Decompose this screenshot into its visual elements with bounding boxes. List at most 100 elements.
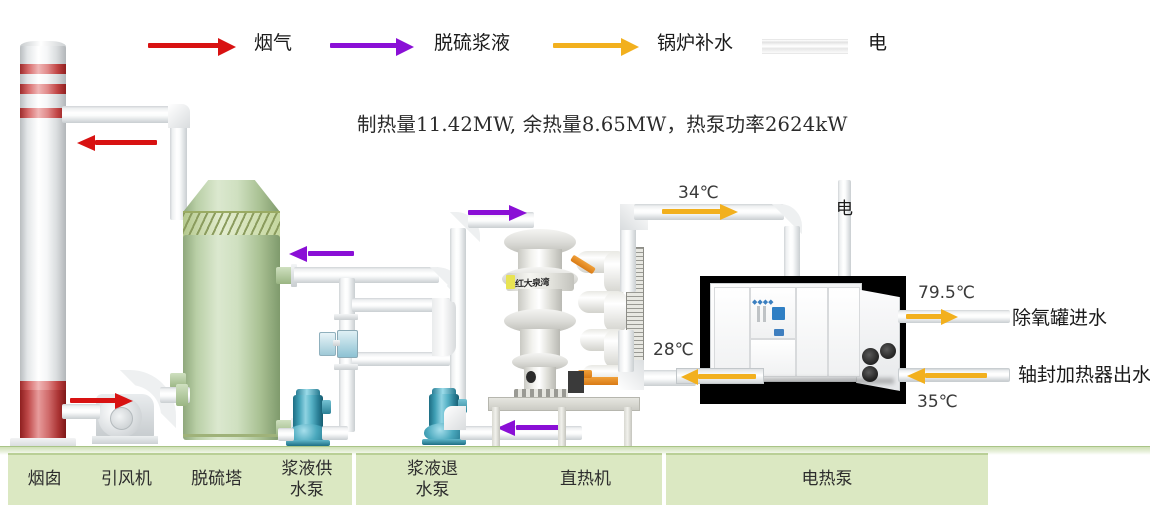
valve-stem (333, 340, 340, 346)
tower-inlet-flange (176, 384, 188, 406)
heat-pump-fan-3 (862, 366, 878, 382)
slurry-pipe-mid-lower (352, 352, 450, 366)
flow-arrow-flue-gas-bottom-line (70, 398, 118, 403)
legend-arrow-slurry (330, 43, 398, 48)
chimney-band-1 (20, 64, 66, 74)
dh-slurry-inlet-riser (450, 228, 466, 302)
heat-pump-pipe-stripe-2 (763, 306, 766, 322)
chimney-base-plate (10, 438, 76, 448)
fan-hub (110, 407, 133, 430)
flow-arrow-28c-line (698, 374, 756, 379)
electric-pipe-label: 电 (836, 199, 853, 219)
dh-disc-4 (512, 353, 568, 371)
equipment-label-induced-draft-fan: 引风机 (100, 469, 152, 490)
temp-label-795c: 79.5℃ (918, 283, 975, 303)
tower-top-cone (183, 180, 280, 212)
label-deaerator-inlet: 除氧罐进水 (1012, 307, 1108, 329)
flow-arrow-flue-gas-top-line (95, 140, 157, 145)
dh-orange-connector-mid (578, 370, 592, 378)
pump1-motor (293, 395, 323, 429)
dh-yellow-label (506, 275, 515, 289)
slurry-pipe-mid-upper (352, 298, 450, 312)
heat-pump-fan-2 (880, 343, 896, 359)
flow-arrow-34c-line (662, 209, 724, 214)
flow-arrow-slurry-dh-head (509, 204, 527, 221)
legend: 烟气 脱硫浆液 锅炉补水 电 (0, 0, 1150, 80)
legend-label-electric: 电 (868, 32, 888, 54)
dh-control-box (568, 371, 584, 393)
fan-inlet-duct (62, 404, 100, 419)
heat-pump-pipe-stripe-1 (757, 306, 760, 322)
flow-arrow-slurry-tower-line (308, 251, 354, 256)
flow-arrow-slurry-return-line (516, 425, 562, 430)
dh-leg-right (624, 407, 632, 455)
pump1-suction-pipe (278, 428, 294, 441)
flow-arrow-flue-gas-bottom-head (115, 392, 133, 409)
dh-leg-left (492, 407, 500, 455)
flow-arrow-795c-head (941, 308, 958, 325)
chimney-outlet-duct (62, 106, 184, 123)
legend-arrow-flue-gas (148, 43, 220, 48)
legend-label-slurry: 脱硫浆液 (434, 32, 511, 54)
flow-arrow-35c-head (907, 367, 925, 384)
equipment-label-slurry-supply-pump: 浆液供 水泵 (281, 458, 333, 500)
tower-shell (183, 235, 280, 440)
legend-arrowhead-flue-gas (218, 37, 236, 56)
valve-flange-top (334, 314, 358, 320)
electric-supply-pipe (838, 180, 851, 280)
flow-arrow-slurry-return-head (497, 419, 515, 436)
tower-ring-bottom (183, 434, 280, 437)
heat-pump-brand-logo: ◆◆◆◆ (752, 298, 774, 306)
pump2-top-cap (432, 388, 456, 395)
pump1-volute (288, 424, 328, 443)
direct-heater-unit: 红大泉湾 (486, 225, 646, 457)
dh-loop-pipe-2b (604, 291, 628, 333)
chimney-body (20, 46, 66, 386)
legend-line-electric (762, 39, 848, 54)
equipment-label-chimney: 烟囱 (27, 469, 62, 490)
temp-label-35c: 35℃ (917, 392, 958, 412)
dh-outlet-riser (620, 212, 636, 292)
heat-pump-panel-4 (796, 287, 828, 377)
chimney-duct-elbow (168, 104, 190, 128)
legend-label-boiler-water: 锅炉补水 (657, 32, 734, 54)
legend-arrowhead-slurry (396, 37, 414, 56)
slurry-elbow-mid (432, 298, 456, 356)
flow-arrow-795c-line (906, 314, 944, 319)
pipe-34c-downcomer (784, 226, 800, 284)
tower-nozzle-upper-right (276, 267, 294, 284)
temp-label-28c: 28℃ (653, 340, 694, 360)
flow-arrow-slurry-tower-head (289, 245, 307, 262)
tower-hatched-band (183, 211, 280, 239)
chimney-band-base (20, 381, 66, 390)
dh-valve-dark (526, 371, 536, 383)
slurry-pipe-to-pump1 (339, 406, 355, 432)
flow-arrow-35c-line (925, 373, 987, 378)
flow-arrow-34c-head (720, 203, 738, 220)
page-title: 制热量11.42MW, 余热量8.65MW，热泵功率2624kW (357, 113, 848, 136)
chimney-red-base (20, 386, 66, 442)
equipment-label-desulfurization-tower: 脱硫塔 (191, 469, 243, 490)
chimney-band-2 (20, 84, 66, 94)
equipment-label-direct-heater: 直热机 (560, 469, 611, 490)
slurry-elbow-pump2 (444, 406, 466, 430)
flow-arrow-slurry-dh-line (468, 210, 512, 215)
label-shaft-seal-outlet: 轴封加热器出水 (1018, 364, 1150, 386)
heat-pump-panel-1 (714, 287, 750, 377)
legend-arrow-boiler-water (553, 43, 623, 48)
valve-body (337, 330, 358, 358)
flow-arrow-flue-gas-top-head (77, 134, 95, 151)
fan-base (92, 436, 158, 444)
equipment-bar-group-2: 浆液退 水泵 直热机 (356, 453, 662, 505)
pump2-base (422, 439, 466, 445)
dh-brand-text: 红大泉湾 (515, 278, 550, 290)
dh-brand-band (506, 273, 574, 291)
dh-leg-mid (558, 407, 566, 455)
legend-arrowhead-boiler-water (621, 37, 639, 56)
chimney-band-3 (20, 108, 66, 118)
heat-pump-display-screen (772, 307, 785, 320)
pump1-terminal-box (322, 400, 331, 414)
heat-pump-panel-5 (828, 287, 860, 377)
pump1-top-cap (296, 389, 320, 396)
